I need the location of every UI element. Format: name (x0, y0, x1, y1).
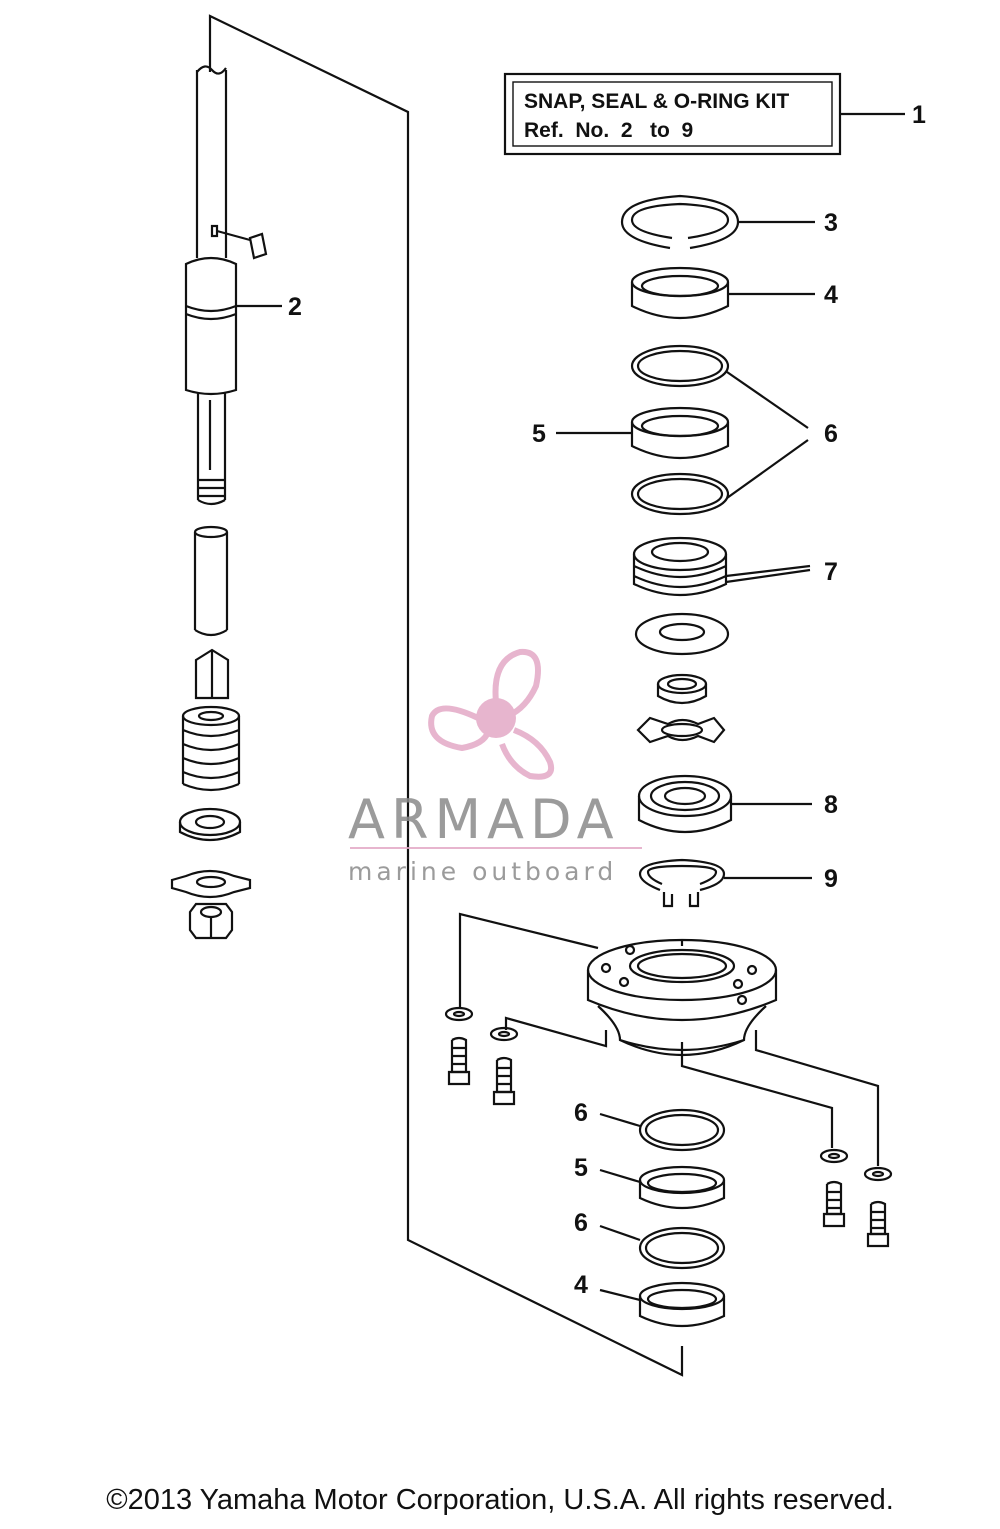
bolt-leader-lines (458, 912, 880, 1166)
callout-5-lower: 5 (574, 1154, 588, 1182)
oil-seal (632, 536, 811, 597)
collar (656, 673, 708, 705)
thrust-washer (634, 612, 730, 656)
callout-7: 7 (824, 558, 838, 586)
shaft-pin (193, 525, 229, 637)
kit-label-line1: SNAP, SEAL & O-RING KIT (524, 90, 789, 113)
callout-4: 4 (824, 281, 838, 309)
o-ring-lower-stack-1 (599, 1108, 726, 1152)
watermark-brand: ARMADA (348, 788, 620, 851)
callout-4-lower: 4 (574, 1271, 588, 1299)
bolt-right-2 (863, 1166, 893, 1248)
copyright-notice: ©2013 Yamaha Motor Corporation, U.S.A. A… (106, 1484, 894, 1516)
watermark-tagline: marine outboard (348, 857, 617, 886)
callout-3: 3 (824, 209, 838, 237)
callout-9: 9 (824, 865, 838, 893)
kit-label-line2: Ref. No. 2 to 9 (524, 119, 693, 142)
callout-6: 6 (824, 420, 838, 448)
ball-bearing (637, 774, 812, 834)
shaft-spring (181, 705, 241, 792)
callout-8: 8 (824, 791, 838, 819)
callout-2: 2 (288, 293, 302, 321)
callout-6-lower-2: 6 (574, 1209, 588, 1237)
circlip (638, 858, 812, 908)
callout-1: 1 (912, 101, 926, 129)
o-ring-upper (630, 344, 809, 429)
armada-watermark: ARMADA marine outboard (348, 648, 642, 886)
shaft-clip (194, 648, 230, 700)
bushing-middle (556, 406, 730, 460)
assembly-bracket-line (208, 14, 684, 1377)
callout-6-lower-1: 6 (574, 1099, 588, 1127)
o-ring-lower-stack-2 (599, 1224, 726, 1270)
o-ring-lower (630, 439, 809, 516)
propeller-icon (428, 648, 554, 780)
drive-shaft (184, 65, 282, 506)
bolt-right-1 (819, 1148, 849, 1228)
shaft-tab-washer (170, 869, 252, 899)
shaft-nut (188, 902, 234, 940)
bolt-left-2 (489, 1026, 519, 1106)
bushing-bottom (599, 1281, 726, 1328)
snap-ring (620, 194, 815, 250)
bushing-upper (630, 266, 815, 320)
lock-washer (636, 716, 726, 744)
bushing-lower-stack (599, 1165, 726, 1210)
bolt-left-1 (444, 1006, 474, 1086)
callout-5: 5 (532, 420, 546, 448)
shaft-washer (178, 807, 242, 842)
kit-label-box (503, 72, 842, 156)
upper-casing (586, 938, 778, 1057)
